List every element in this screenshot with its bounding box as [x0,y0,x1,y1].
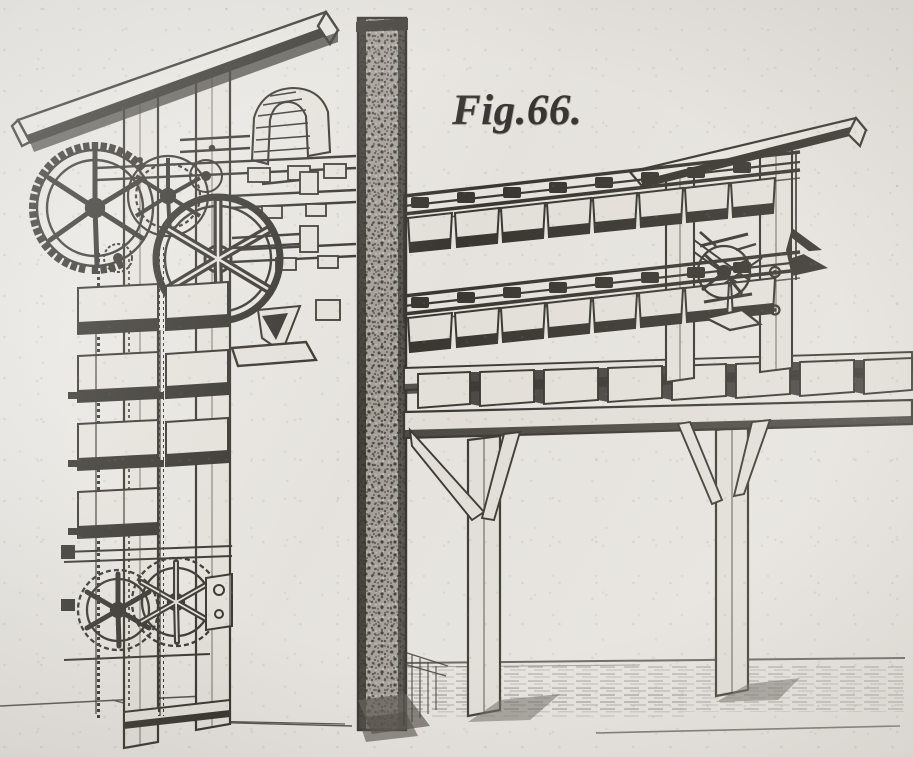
vertical-elevator-chain [94,246,164,720]
right-head-gear [696,231,763,332]
bucket [165,280,229,332]
connecting-rods [179,134,318,368]
large-toothed-gear [28,142,155,274]
bucket [77,418,159,472]
upper-right-shaft-collars [299,171,341,321]
bucket [499,287,547,344]
bucket [77,282,159,336]
bucket [729,162,777,219]
upper-bucket-row [406,162,777,254]
top-slanting-beam [10,9,340,152]
engraving-accents [95,152,797,740]
bucket [499,187,547,244]
lower-bucket-row [406,262,777,354]
lower-sprocket-cluster [61,545,233,661]
bucket [165,348,229,400]
masonry-pier [356,16,449,742]
figure-caption: Fig.66. [452,87,583,134]
bucket [591,277,639,334]
bucket [637,172,685,229]
trestle-structure [402,398,913,722]
bucket [77,350,159,404]
flywheel-bracket [256,304,302,354]
elevator-buckets [77,280,229,540]
bucket [683,167,731,224]
bucket [453,192,501,249]
bucket [77,486,159,540]
bucket [545,182,593,239]
deck-joists [403,351,913,410]
bucket [406,297,454,354]
bucket [406,197,454,254]
bucket [453,292,501,349]
elevator-guide-lugs [68,392,164,535]
bucket [591,177,639,234]
arched-hood [250,86,332,166]
bucket [637,272,685,329]
bucket [545,282,593,339]
bucket [165,416,229,468]
